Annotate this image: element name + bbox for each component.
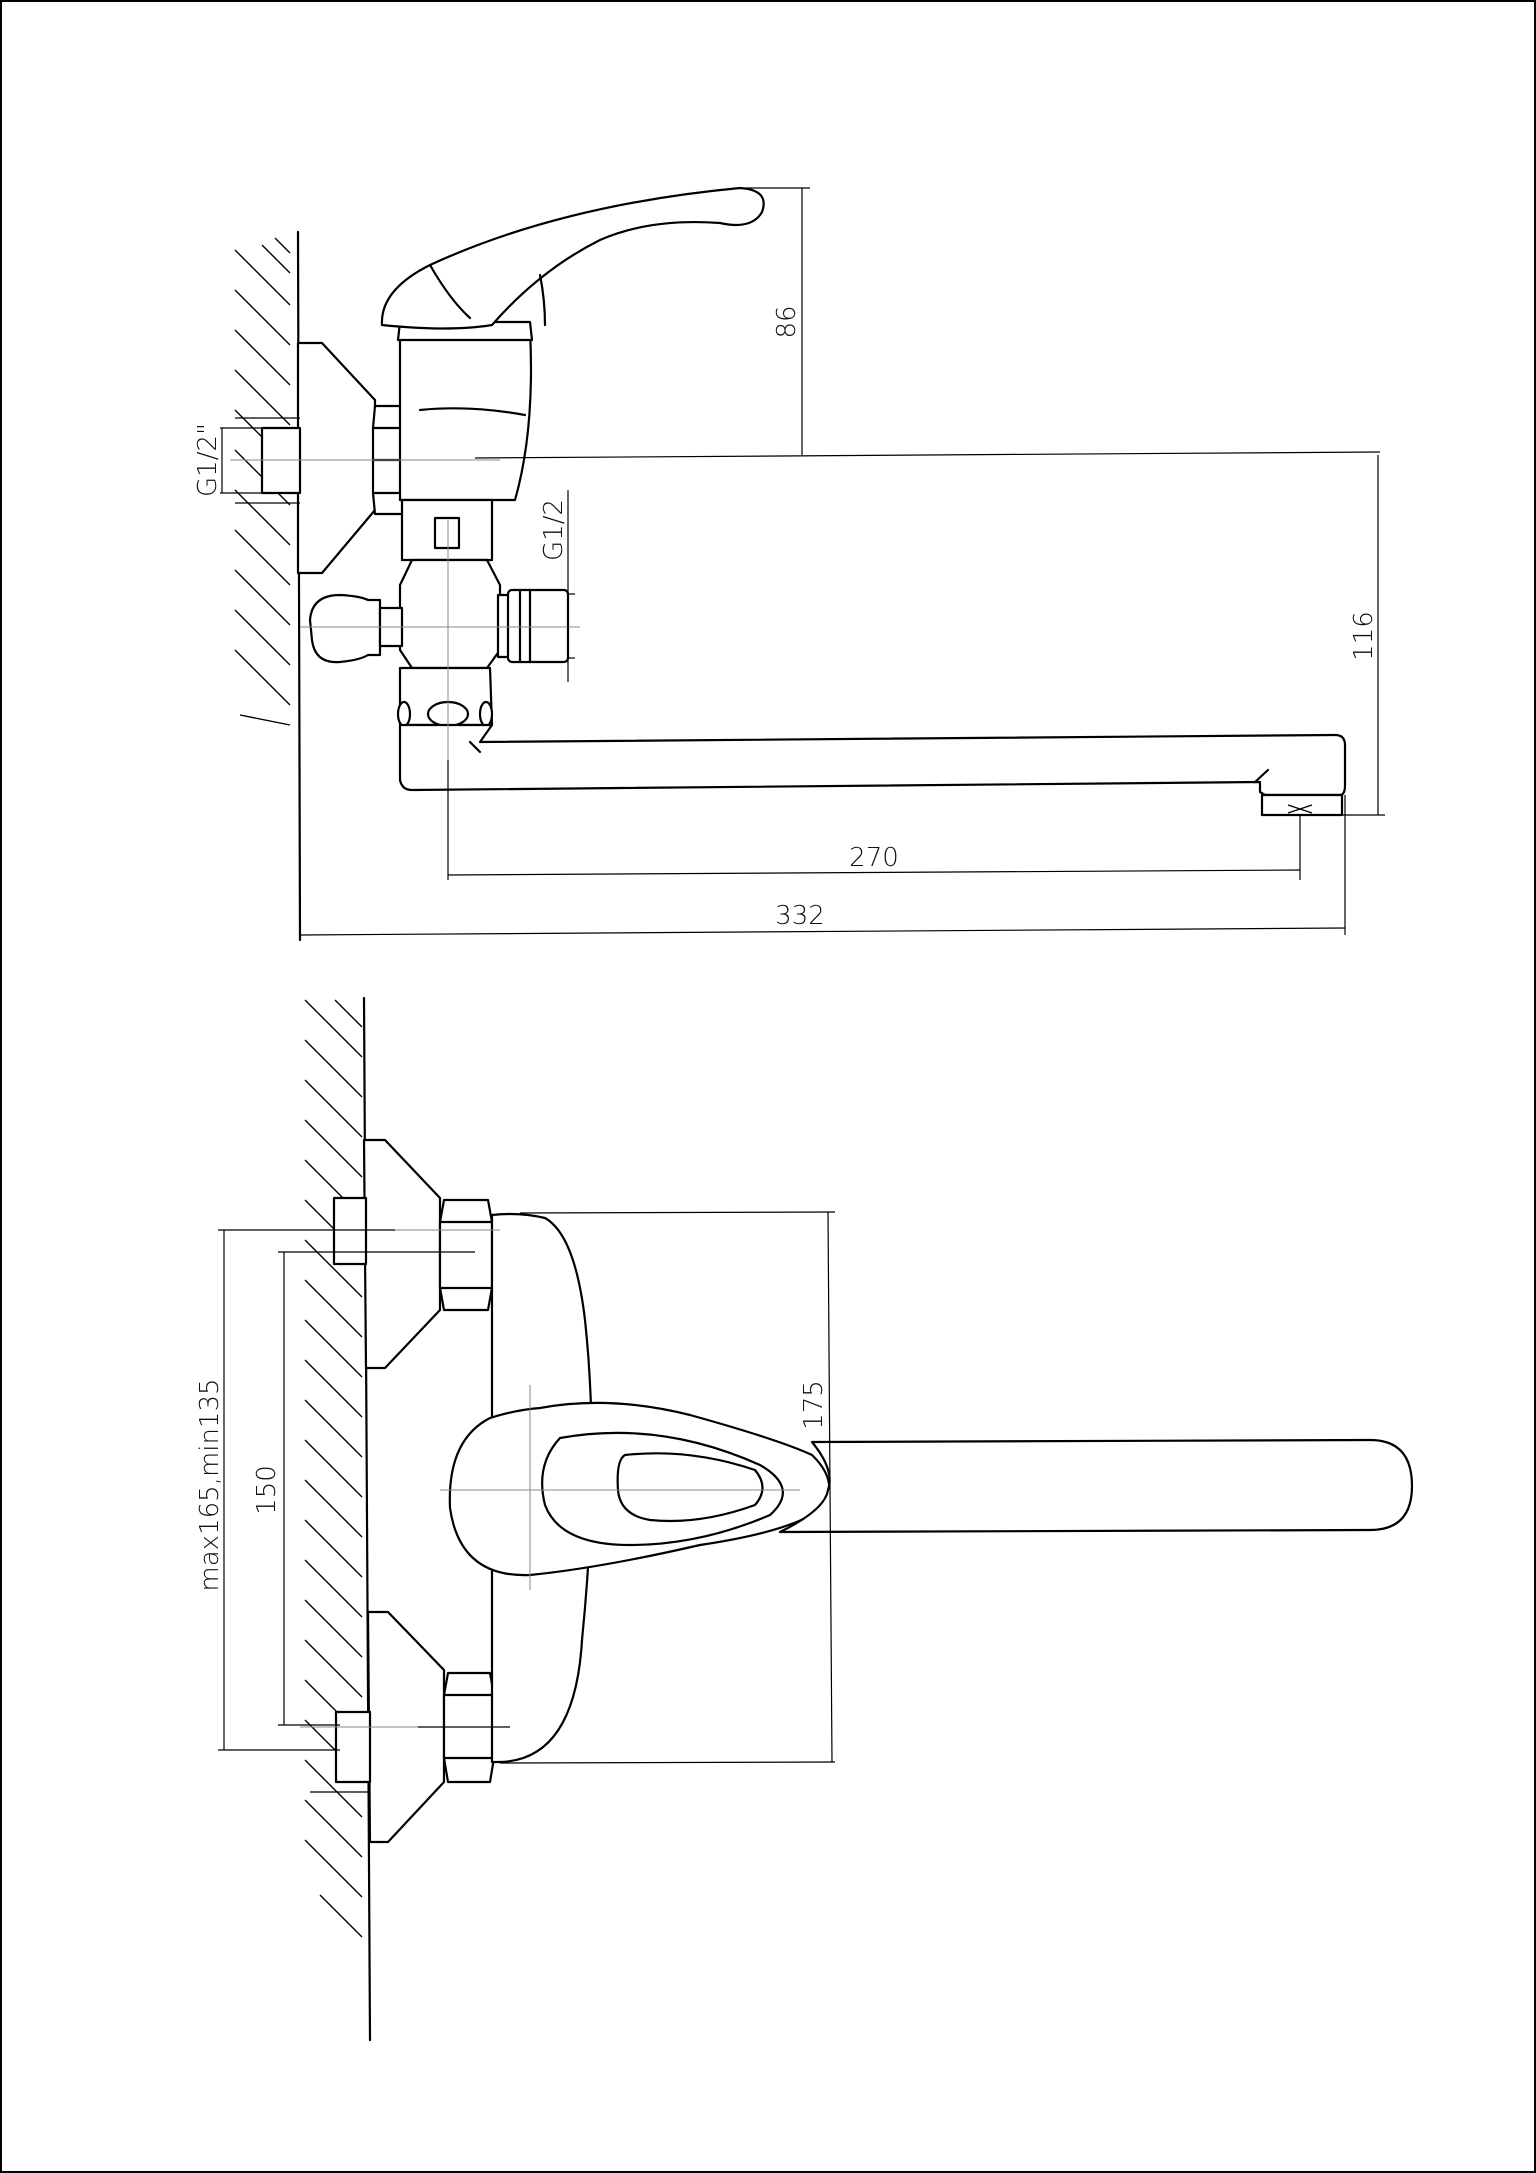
front-spout: [778, 1438, 1414, 1534]
dim-inlet-thread: G1/2": [193, 423, 223, 497]
upper-flange: [362, 1138, 442, 1370]
dim-center-distance: 150: [252, 1465, 282, 1515]
dim-overall-length: 332: [775, 901, 825, 931]
dim-body-height: 175: [799, 1380, 829, 1430]
spout: [398, 723, 1347, 797]
mixer-body: [398, 328, 533, 502]
side-view: [230, 186, 1347, 942]
wall-flange: [296, 341, 377, 575]
dim-handle-height: 86: [772, 305, 802, 338]
front-lever: [448, 1401, 831, 1577]
dim-spout-drop: 116: [1349, 611, 1379, 661]
side-dimensions: 86 116 G1/2" G1/2 270 332: [193, 187, 1385, 936]
front-view: [300, 996, 1414, 2042]
dim-spout-reach: 270: [849, 843, 899, 873]
front-dimensions: max165,min135 150 175: [195, 1211, 836, 1764]
aerator: [1260, 793, 1344, 817]
diverter-knob: [308, 593, 382, 664]
dim-outlet-thread: G1/2: [539, 499, 569, 561]
dim-adjust-range: max165,min135: [195, 1378, 225, 1591]
wall-face-top: [296, 230, 302, 942]
wall-hatch-bottom: [304, 999, 363, 1938]
upper-hex-nut: [438, 1198, 494, 1312]
lever-handle: [380, 186, 765, 330]
